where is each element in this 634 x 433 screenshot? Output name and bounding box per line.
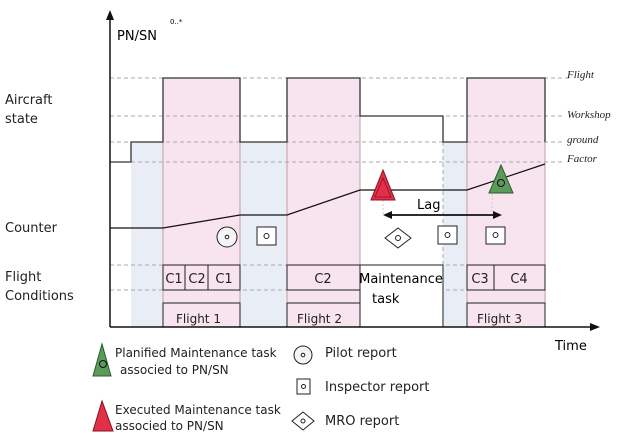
executed-maintenance-triangle-icon [92,399,114,432]
row-label: Flight [5,270,41,285]
row-label: Aircraft [5,93,52,108]
y-axis-superscript: 0..* [170,18,183,26]
lag-label: Lag [417,198,440,213]
level-label-ground: ground [567,134,599,146]
condition-label: C1 [215,272,232,287]
inspector-report-icon [256,226,277,246]
condition-label: C3 [471,272,488,287]
flight-label: Flight 2 [297,312,342,326]
pilot-report-icon [216,226,238,248]
condition-label: C2 [314,272,331,287]
inspector-report-icon [485,226,506,245]
legend-label: Executed Maintenance task [115,403,281,417]
inspector-report-icon [296,378,311,395]
mro-report-icon [384,227,412,249]
planified-maintenance-triangle-icon [92,342,112,377]
x-axis-arrow-icon [590,323,600,331]
flight-region [466,77,546,328]
legend: Planified Maintenance task associed to P… [92,342,429,433]
ground-region [131,142,163,327]
legend-label: Planified Maintenance task [115,346,277,360]
pilot-report-icon [293,345,313,365]
condition-label: C2 [188,272,205,287]
condition-box [286,264,361,291]
legend-label: Pilot report [325,346,397,361]
level-label-workshop: Workshop [567,109,611,121]
row-label: Counter [5,221,58,236]
y-axis-arrow-icon [106,10,114,20]
flight-label: Flight 3 [477,312,522,326]
maintenance-label: Maintenance [359,272,443,287]
level-label-flight: Flight [566,69,595,81]
counter-line [110,163,546,229]
x-axis-label: Time [554,339,587,354]
row-label: Conditions [5,289,74,304]
level-label-factor: Factor [566,153,598,165]
mro-report-icon [291,411,315,431]
condition-label: C4 [510,272,527,287]
condition-label: C1 [165,272,182,287]
legend-label: MRO report [325,414,399,429]
maintenance-label: task [372,292,400,307]
aircraft-state-line [110,77,546,163]
y-axis-label: PN/SN [117,29,157,44]
inspector-report-icon [437,225,458,245]
row-label: state [5,112,38,127]
legend-label: associed to PN/SN [115,419,224,433]
maintenance-task-box [359,264,444,328]
legend-label: associed to PN/SN [120,363,229,377]
flight-label: Flight 1 [176,312,221,326]
condition-box [207,264,241,291]
legend-label: Inspector report [325,380,429,395]
condition-box [493,264,546,291]
executed-maintenance-triangle-icon [370,168,396,201]
